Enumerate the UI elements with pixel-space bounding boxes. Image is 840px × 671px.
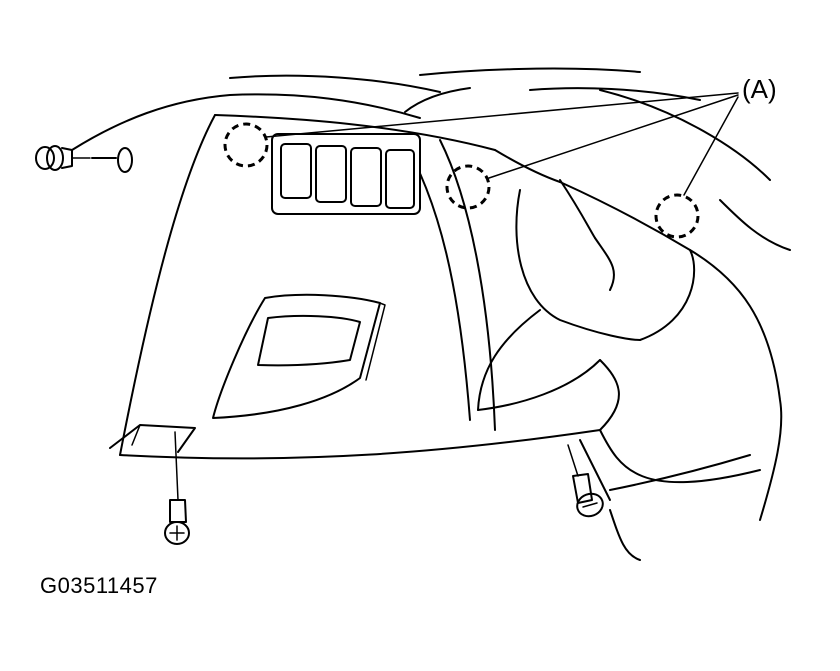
- storage-pocket: [212, 293, 386, 419]
- clip-location-3: [654, 193, 700, 239]
- figure-id: G03511457: [40, 573, 158, 598]
- clip-locations: [223, 122, 700, 239]
- switch-bezel: [271, 133, 421, 215]
- clip-fastener: [35, 145, 133, 173]
- screw-lower-right: [567, 444, 604, 518]
- lower-panel-outline: [119, 89, 791, 561]
- clip-location-2: [445, 164, 491, 210]
- dashboard-upper-outline: [71, 67, 701, 151]
- screw-lower-left: [164, 431, 190, 545]
- lower-left-tab: [109, 424, 196, 453]
- clip-location-1: [223, 122, 269, 168]
- callout-leaders: [265, 92, 739, 196]
- callout-label-a: (A): [742, 74, 777, 104]
